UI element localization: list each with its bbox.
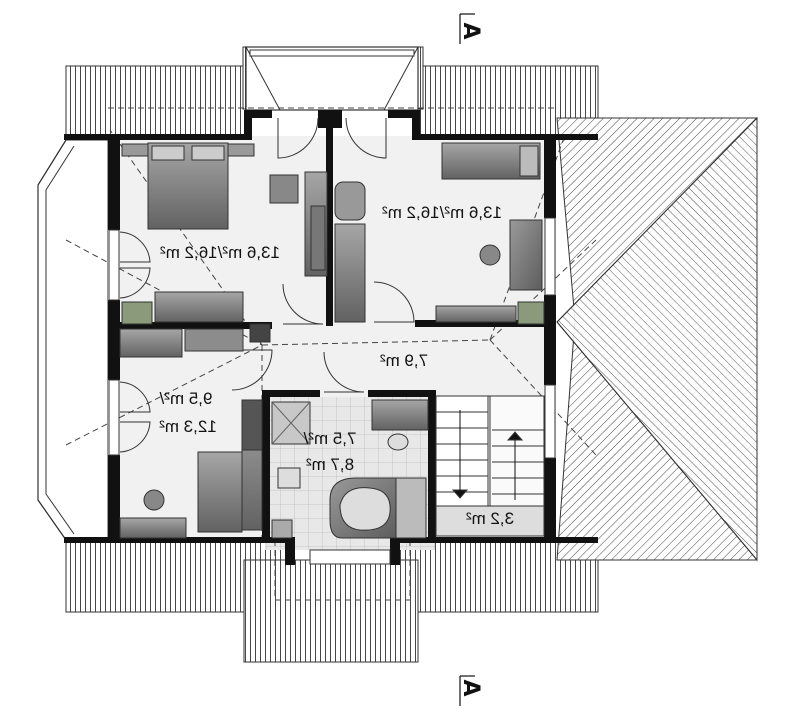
staircase [435, 395, 545, 537]
small-bedroom-area-2: 12,3 m² [159, 417, 217, 436]
bathroom-area-2: 8,7 m² [306, 455, 355, 474]
chair-icon [269, 174, 299, 204]
toilet-icon [277, 467, 301, 489]
doors [119, 117, 415, 453]
walls [64, 110, 598, 565]
windows [108, 217, 556, 565]
hall-cabinet [119, 328, 183, 358]
balcony [245, 46, 419, 111]
radiator [241, 399, 263, 451]
section-letter-top: A [458, 22, 483, 39]
single-bed-small [197, 451, 243, 533]
desk-right [509, 219, 543, 291]
desk [154, 291, 244, 323]
boiler-icon [249, 323, 271, 343]
small-bedroom-area-1: 9,5 m²/ [159, 389, 212, 408]
office-chair-icon [479, 244, 501, 266]
plant-icon [121, 301, 153, 325]
washbasin-icon [387, 433, 409, 451]
armchair-icon [334, 181, 366, 221]
section-letter-bottom: A [458, 679, 483, 696]
desk-small [119, 517, 187, 539]
bedroom-left-area: 13,6 m²/16,2 m² [160, 243, 280, 262]
washbasin-cabinet [371, 399, 429, 431]
plant-icon-right [517, 301, 545, 325]
wardrobe-right [334, 223, 366, 323]
bedroom-right-area: 13,6 m²/16,2 m² [382, 203, 502, 222]
stair-area: 3,2 m² [466, 509, 515, 528]
bathroom-area-1: 7,5 m²/ [303, 429, 356, 448]
hall-area: 7,9 m² [380, 351, 429, 370]
section-marker-bottom: A [458, 675, 483, 706]
room-labels: 13,6 m²/16,2 m² 13,6 m²/16,2 m² 7,9 m² 9… [159, 203, 514, 528]
office-chair-small-icon [143, 489, 165, 511]
section-marker-top: A [458, 13, 483, 44]
furniture [119, 142, 545, 539]
